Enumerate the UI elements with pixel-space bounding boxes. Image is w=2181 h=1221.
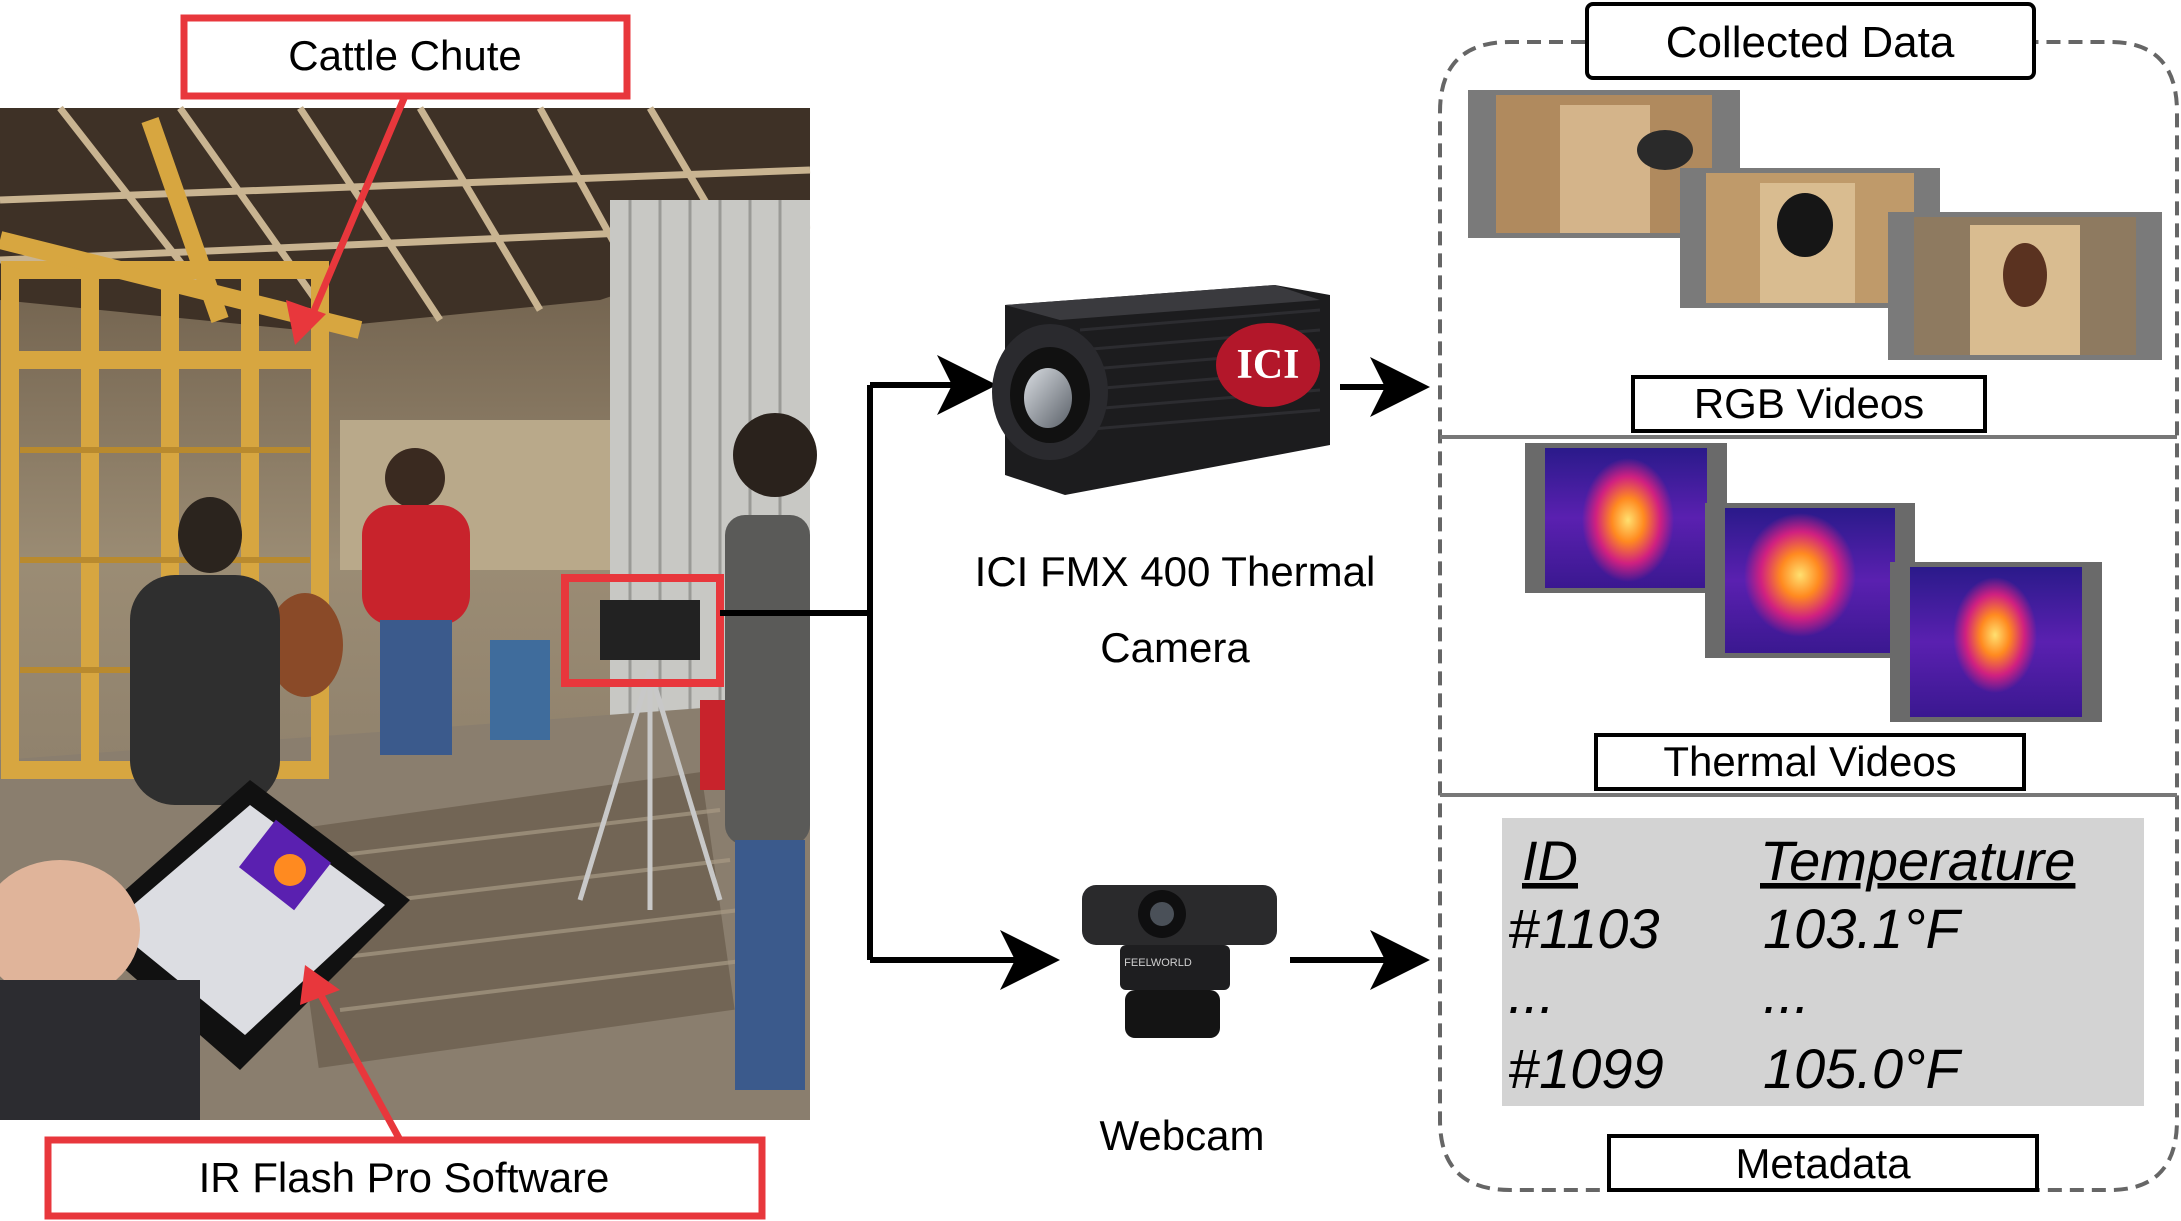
table-cell-temperature: ... <box>1763 962 1810 1025</box>
webcam-lens-icon <box>1150 902 1174 926</box>
rgb-video-frames <box>1468 90 2162 360</box>
cattle-chute-callout: Cattle Chute <box>180 14 631 345</box>
cattle-chute-arrowhead <box>286 300 326 345</box>
ici-logo-icon <box>1216 323 1320 407</box>
thermal-camera-image: ICI <box>992 285 1330 495</box>
table-cell-id: #1099 <box>1508 1037 1664 1100</box>
software-callout: IR Flash Pro Software <box>44 965 766 1220</box>
table-cell-temperature: 103.1°F <box>1763 897 1963 960</box>
webcam-brand-text: FEELWORLD <box>1124 957 1192 969</box>
rgb-videos-label: RGB Videos <box>1694 380 1924 427</box>
webcam-label: Webcam <box>1100 1112 1265 1159</box>
software-label: IR Flash Pro Software <box>199 1154 610 1201</box>
table-header-temperature: Temperature <box>1760 829 2075 892</box>
metadata-box <box>1607 1134 2039 1192</box>
ici-logo-text: ICI <box>1236 342 1299 388</box>
table-cell-id: #1103 <box>1508 897 1660 960</box>
metadata-table: ID Temperature #1103 103.1°F ... ... #10… <box>1508 829 2075 1100</box>
camera-lens-icon <box>1024 368 1072 428</box>
rgb-frame-3 <box>1888 212 2162 360</box>
photo-connector <box>720 355 1060 990</box>
software-pointer <box>314 988 404 1142</box>
metadata-table-bg <box>1502 818 2144 1106</box>
rgb-frame-1 <box>1468 90 1740 238</box>
thermal-videos-label: Thermal Videos <box>1663 738 1956 785</box>
camera-label-line1: ICI FMX 400 Thermal <box>975 548 1376 595</box>
cattle-chute-label: Cattle Chute <box>288 32 521 79</box>
thermal-video-frames <box>1525 443 2102 722</box>
metadata-label: Metadata <box>1735 1140 1911 1187</box>
table-cell-id: ... <box>1508 962 1555 1025</box>
thermal-videos-box <box>1594 733 2026 791</box>
table-cell-temperature: 105.0°F <box>1763 1037 1963 1100</box>
collected-data-title: Collected Data <box>1666 18 1955 67</box>
collected-data-panel: Collected Data <box>1438 2 2179 1192</box>
cattle-chute-pointer <box>304 94 409 327</box>
barn-photo <box>0 105 817 1120</box>
thermal-frame-2 <box>1705 503 1915 658</box>
camera-highlight-box <box>561 574 724 687</box>
thermal-frame-1 <box>1525 443 1727 593</box>
thermal-frame-3 <box>1890 562 2102 722</box>
rgb-videos-box <box>1631 375 1987 433</box>
table-header-id: ID <box>1522 829 1578 892</box>
software-arrowhead <box>300 965 340 1005</box>
camera-label-line2: Camera <box>1100 624 1250 671</box>
webcam-image: FEELWORLD <box>1082 885 1277 1038</box>
